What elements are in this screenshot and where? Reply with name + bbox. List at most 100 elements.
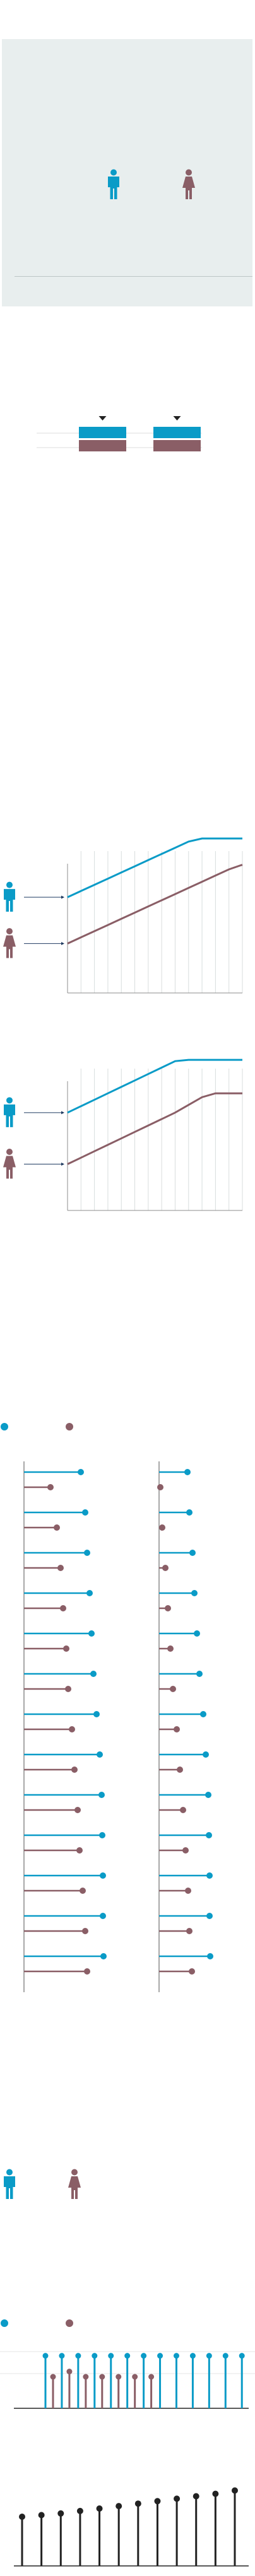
male-lollipop-head bbox=[141, 2353, 147, 2359]
male-lollipop-head bbox=[42, 2353, 49, 2359]
marker-triangle bbox=[173, 416, 181, 421]
female-dot bbox=[174, 1726, 180, 1732]
bar-male bbox=[153, 427, 201, 438]
male-lollipop-head bbox=[92, 2353, 98, 2359]
legend-dot-male bbox=[1, 2319, 8, 2327]
person-male-icon bbox=[108, 169, 119, 199]
person-male-icon bbox=[4, 2169, 15, 2199]
female-dot bbox=[162, 1565, 169, 1571]
male-dot bbox=[200, 1711, 206, 1717]
male-dot bbox=[191, 1590, 198, 1596]
female-dot bbox=[157, 1484, 163, 1490]
panel-divider bbox=[15, 276, 252, 277]
male-dot bbox=[189, 1550, 196, 1556]
female-dot bbox=[177, 1767, 183, 1773]
male-dot bbox=[78, 1469, 84, 1475]
female-dot bbox=[60, 1605, 66, 1611]
female-dot bbox=[76, 1847, 83, 1854]
female-dot bbox=[167, 1645, 174, 1652]
male-dot bbox=[184, 1469, 191, 1475]
male-lollipop-head bbox=[108, 2353, 114, 2359]
lollipop-bar-chart bbox=[0, 2319, 255, 2409]
dark-lollipop-head bbox=[57, 2510, 64, 2517]
dark-lollipop-head bbox=[174, 2495, 181, 2502]
female-dot bbox=[189, 1968, 195, 1975]
female-dot bbox=[182, 1847, 189, 1854]
male-dot bbox=[90, 1671, 97, 1677]
female-lollipop-head bbox=[116, 2374, 122, 2380]
male-dot bbox=[206, 1832, 212, 1838]
dark-lollipop-chart bbox=[14, 2487, 249, 2567]
comparison-bar-chart bbox=[37, 416, 202, 451]
male-lollipop-head bbox=[124, 2353, 131, 2359]
male-dot bbox=[194, 1630, 200, 1637]
female-dot bbox=[84, 1968, 90, 1975]
male-dot bbox=[82, 1509, 88, 1516]
female-lollipop-head bbox=[99, 2374, 105, 2380]
female-dot bbox=[57, 1565, 64, 1571]
male-dot bbox=[97, 1751, 103, 1758]
pointer-arrow-head bbox=[61, 942, 64, 946]
dark-lollipop-head bbox=[232, 2487, 238, 2494]
dark-lollipop-head bbox=[154, 2498, 161, 2505]
male-lollipop-head bbox=[157, 2353, 163, 2359]
dark-lollipop-head bbox=[212, 2490, 219, 2497]
female-series-line bbox=[67, 1092, 242, 1165]
female-dot bbox=[65, 1686, 71, 1692]
female-dot bbox=[54, 1524, 60, 1531]
paired-dot-chart bbox=[1, 1423, 213, 1992]
person-female-icon bbox=[182, 169, 195, 199]
pointer-arrow-head bbox=[61, 1111, 64, 1115]
male-dot bbox=[205, 1792, 211, 1798]
female-lollipop-head bbox=[50, 2374, 56, 2380]
female-dot bbox=[180, 1807, 186, 1813]
female-dot bbox=[69, 1726, 75, 1732]
male-lollipop-head bbox=[189, 2353, 196, 2359]
pointer-arrow-head bbox=[61, 1163, 64, 1166]
male-dot bbox=[100, 1953, 107, 1959]
dark-lollipop-head bbox=[116, 2503, 122, 2510]
male-dot bbox=[196, 1671, 203, 1677]
female-dot bbox=[170, 1686, 176, 1692]
male-dot bbox=[207, 1953, 213, 1959]
female-series-line bbox=[67, 864, 243, 944]
person-male-icon bbox=[4, 881, 15, 912]
male-lollipop-head bbox=[173, 2353, 179, 2359]
dark-lollipop-head bbox=[38, 2512, 45, 2519]
male-dot bbox=[206, 1872, 213, 1879]
pointer-arrow-head bbox=[61, 895, 64, 899]
marker-triangle bbox=[98, 416, 107, 421]
female-dot bbox=[80, 1888, 86, 1894]
female-dot bbox=[159, 1524, 165, 1531]
dark-lollipop-head bbox=[134, 2500, 141, 2507]
person-female-icon bbox=[68, 2169, 81, 2199]
female-lollipop-head bbox=[66, 2369, 73, 2375]
female-dot bbox=[186, 1928, 193, 1934]
person-female-icon bbox=[3, 1149, 16, 1179]
male-dot bbox=[88, 1630, 95, 1637]
legend-dot-female bbox=[66, 1423, 73, 1430]
male-lollipop-head bbox=[239, 2353, 245, 2359]
male-lollipop-head bbox=[59, 2353, 65, 2359]
male-dot bbox=[203, 1751, 209, 1758]
male-dot bbox=[100, 1872, 106, 1879]
female-dot bbox=[74, 1807, 81, 1813]
growth-line-chart bbox=[3, 837, 243, 994]
person-male-icon bbox=[4, 1097, 15, 1127]
dark-lollipop-head bbox=[96, 2505, 103, 2512]
male-series-line bbox=[67, 837, 242, 898]
female-dot bbox=[82, 1928, 88, 1934]
male-dot bbox=[84, 1550, 90, 1556]
bar-female bbox=[153, 440, 201, 451]
female-lollipop-head bbox=[83, 2374, 89, 2380]
male-lollipop-head bbox=[206, 2353, 212, 2359]
male-dot bbox=[100, 1913, 106, 1919]
male-dot bbox=[86, 1590, 93, 1596]
dark-lollipop-head bbox=[76, 2507, 83, 2514]
dark-lollipop-head bbox=[193, 2493, 199, 2500]
male-series-line bbox=[67, 1059, 242, 1114]
female-dot bbox=[185, 1888, 191, 1894]
male-dot bbox=[99, 1832, 105, 1838]
male-lollipop-head bbox=[75, 2353, 81, 2359]
dark-lollipop-head bbox=[19, 2514, 25, 2520]
